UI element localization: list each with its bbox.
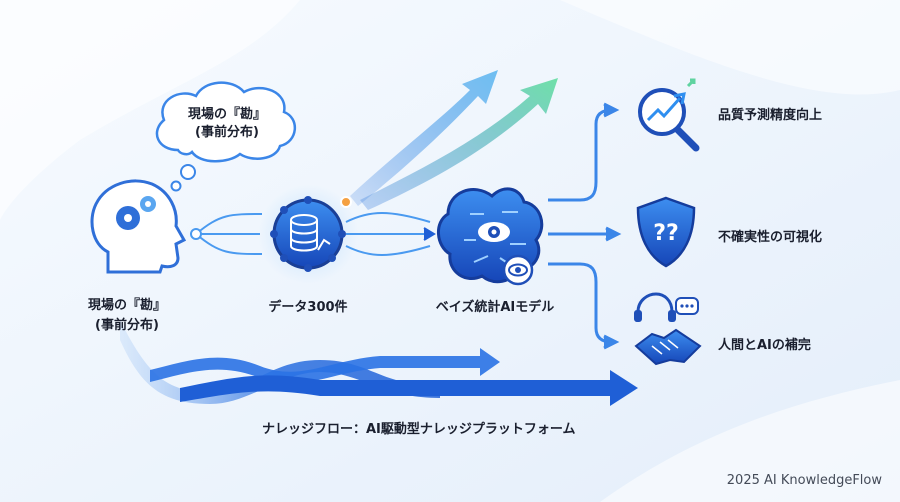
model-node-label: ベイズ統計AIモデル [435,300,555,315]
connector-data-model [345,212,436,256]
thought-bubble-line2: (事前分布) [195,125,259,140]
brain-eye-icon [437,187,544,286]
outcome-label-uncertainty: 不確実性の可視化 [718,230,823,245]
knowledge-flow-ribbon [120,320,638,406]
handshake-chat-icon [634,292,702,366]
thought-bubble [155,81,296,192]
data-node-label: データ300件 [268,300,348,315]
head-label-line2: (事前分布) [95,318,159,333]
connector-model-outcomes [548,102,622,350]
head-gears-icon [90,179,187,274]
database-icon [258,184,358,284]
magnifier-growth-icon [638,78,700,152]
bg-swoosh-top [560,0,900,95]
shield-question-icon: ?? [636,196,696,268]
thought-bubble-line1: 現場の『勘』 [187,107,266,122]
outcome-label-quality: 品質予測精度向上 [718,108,823,123]
growth-arrows [350,70,558,210]
svg-text:??: ?? [653,221,679,246]
footer-credit: 2025 AI KnowledgeFlow [726,473,882,488]
bg-swoosh-left [0,0,300,220]
head-label: 現場の『勘』 (事前分布) [72,296,182,336]
outcome-label-complement: 人間とAIの補完 [718,338,811,353]
thought-bubble-text: 現場の『勘』 (事前分布) [172,106,282,142]
connector-head-data [190,213,263,255]
ribbon-label: ナレッジフロー：AI駆動型ナレッジプラットフォーム [262,422,576,437]
bg-swoosh-bottom [600,380,900,502]
head-label-line1: 現場の『勘』 [87,298,166,313]
